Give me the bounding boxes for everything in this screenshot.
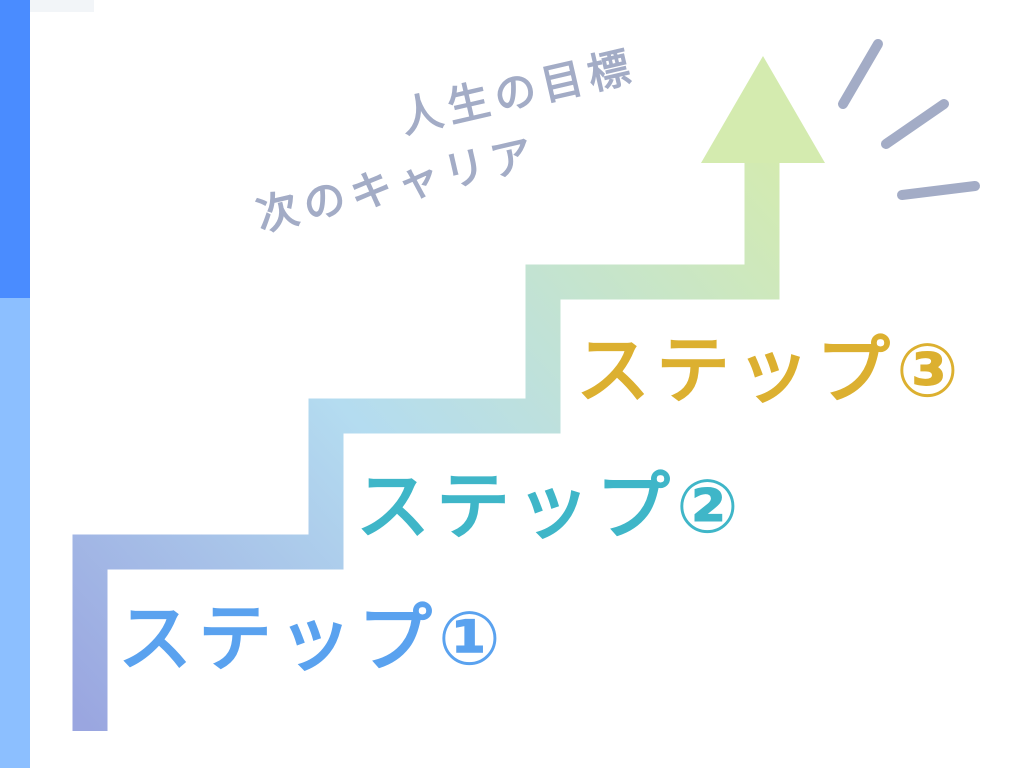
step-2-label: ステップ② <box>356 464 745 550</box>
side-accent-bar-top <box>0 0 30 298</box>
step-3-label: ステップ③ <box>576 328 965 414</box>
corner-tab <box>30 0 94 12</box>
sparkle-line-3 <box>897 181 980 200</box>
side-accent-bar-bottom <box>0 298 30 768</box>
sparkle-line-1 <box>838 39 883 109</box>
step-1-label: ステップ① <box>118 596 507 682</box>
staircase-path <box>72 150 780 731</box>
up-arrow-head-icon <box>701 56 825 163</box>
sparkle-line-2 <box>881 99 949 149</box>
